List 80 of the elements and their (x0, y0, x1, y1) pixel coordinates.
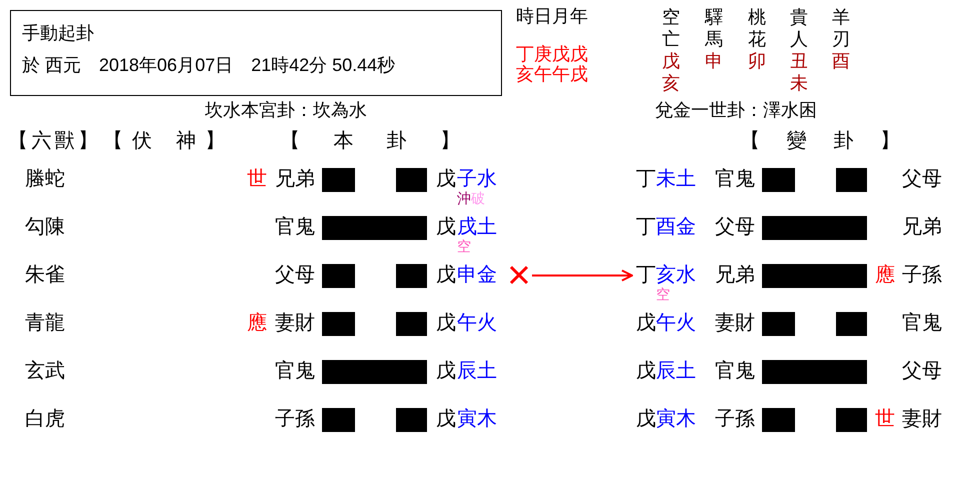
spirit-name: 青龍 (25, 312, 65, 335)
relation-label: 妻財 (715, 312, 755, 335)
stem-label: 戊 (436, 168, 456, 191)
relation-label: 官鬼 (902, 312, 942, 335)
branch-label: 未土 (656, 168, 696, 191)
status-mark: 沖 (457, 190, 471, 206)
branch-label: 午火 (656, 312, 696, 335)
relation-label: 子孫 (275, 408, 315, 431)
spirit-name: 白虎 (25, 408, 65, 431)
pillar-stems: 丁庚戊戊 (516, 44, 588, 64)
branch-label: 辰土 (457, 360, 497, 383)
column-heading: 【 變 卦 】 (740, 130, 900, 153)
relation-label: 父母 (715, 216, 755, 239)
relation-label: 官鬼 (715, 360, 755, 383)
relation-label: 父母 (902, 168, 942, 191)
stem-label: 丁 (636, 264, 656, 286)
stem-label: 丁 (636, 216, 656, 239)
branch-label: 午火 (457, 312, 497, 335)
relation-label: 兄弟 (275, 168, 315, 191)
response-mark: 應 (247, 312, 267, 335)
branch-label: 亥水 (656, 264, 696, 286)
spirit-value: 申 (705, 50, 724, 72)
relation-label: 兄弟 (902, 216, 942, 239)
branch-label: 申金 (457, 264, 497, 287)
spirit-name: 玄武 (25, 360, 65, 383)
relation-label: 父母 (275, 264, 315, 287)
relation-label: 妻財 (902, 408, 942, 431)
branch-label: 子水 (457, 168, 497, 191)
spirit-value: 卯 (748, 50, 767, 72)
branch-label: 辰土 (656, 360, 696, 383)
status-mark: 破 (471, 190, 485, 206)
branch-label: 寅木 (457, 408, 497, 431)
spirit-heading: 羊刃 (832, 6, 851, 50)
stem-label: 戊 (436, 408, 456, 431)
spirit-name: 勾陳 (25, 216, 65, 239)
world-mark: 世 (247, 168, 267, 191)
relation-label: 子孫 (902, 264, 942, 287)
spirit-value: 酉 (832, 50, 851, 72)
status-mark: 空 (457, 238, 471, 254)
status-mark: 空 (656, 286, 670, 302)
date-text: 於 西元 2018年06月07日 21時42分 50.44秒 (22, 55, 396, 76)
spirit-heading: 驛馬 (705, 6, 724, 50)
spirit-value: 丑未 (790, 50, 809, 94)
column-heading: 【 本 卦 】 (280, 130, 460, 153)
spirit-value: 戊亥 (662, 50, 681, 94)
relation-label: 兄弟 (715, 264, 755, 287)
response-mark: 應 (875, 264, 895, 287)
stem-label: 戊 (636, 408, 656, 431)
stem-label: 戊 (636, 312, 656, 335)
cross-mark (509, 265, 529, 285)
pillar-heading: 時日月年 (516, 6, 588, 27)
stem-label: 戊 (436, 216, 456, 239)
branch-label: 酉金 (656, 216, 696, 239)
title-text: 手動起卦 (22, 23, 94, 44)
relation-label: 妻財 (275, 312, 315, 335)
stem-label: 戊 (436, 264, 456, 287)
spirit-name: 螣蛇 (25, 168, 65, 191)
stem-label: 戊 (436, 360, 456, 383)
stem-label: 戊 (436, 312, 456, 335)
spirit-heading: 貴人 (790, 6, 809, 50)
branch-label: 戌土 (457, 216, 497, 239)
info-box (10, 10, 502, 96)
stem-label: 丁 (636, 168, 656, 191)
relation-label: 官鬼 (715, 168, 755, 191)
spirit-heading: 空亡 (662, 6, 681, 50)
world-mark: 世 (875, 408, 895, 431)
palace-title: 坎水本宮卦：坎為水 (205, 100, 367, 121)
relation-label: 官鬼 (275, 216, 315, 239)
column-heading: 【伏 神】 (103, 130, 225, 153)
pillar-branches: 亥午午戌 (516, 64, 588, 85)
relation-label: 父母 (902, 360, 942, 383)
column-heading: 【六獸】 (8, 130, 98, 153)
arrow (532, 270, 633, 282)
palace-title: 兌金一世卦：澤水困 (655, 100, 817, 121)
relation-label: 子孫 (715, 408, 755, 431)
stem-label: 戊 (636, 360, 656, 383)
spirit-name: 朱雀 (25, 264, 65, 287)
relation-label: 官鬼 (275, 360, 315, 383)
spirit-heading: 桃花 (748, 6, 767, 50)
branch-label: 寅木 (656, 408, 696, 431)
